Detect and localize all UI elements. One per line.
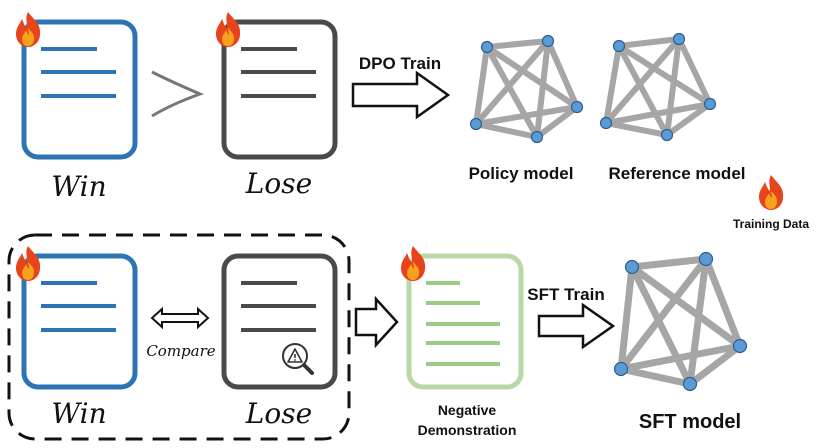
graph-edge [534,104,580,140]
top-lose-document [221,19,338,160]
graph-edge [603,120,670,138]
sft-train-label: SFT Train [527,285,604,304]
graph-edge [664,101,713,138]
graph-edge [617,255,710,373]
graph-edge [484,44,540,140]
flame-icon [401,246,426,281]
graph-edge [686,342,744,388]
graph-node [530,130,544,144]
graph-edge [664,36,682,138]
flame-icon [16,12,41,47]
graph-edge [534,38,551,140]
graph-node [624,259,640,275]
graph-edge [484,44,580,110]
policy-model-label: Policy model [469,164,574,183]
graph-node [613,361,629,377]
graph-node [599,116,613,130]
graph-node [698,251,714,267]
sft-train-arrow-icon [537,302,616,350]
graph-edge [617,365,694,388]
negative-demonstration-document [406,253,524,390]
graph-edge [473,104,580,127]
graph-edge [603,43,622,126]
graph-node [682,376,698,392]
dpo-train-arrow-icon [351,70,451,120]
graph-node [732,338,748,354]
reference-model-label: Reference model [609,164,746,183]
negative-label-line2: Demonstration [418,422,517,438]
graph-edge [628,255,710,271]
graph-node [469,117,483,131]
graph-node [672,32,686,46]
bottom-win-document [21,253,138,390]
graph-edge [545,38,580,110]
flame-icon [16,246,41,281]
graph-edge [484,38,551,50]
graph-edge [603,101,713,126]
greater-than-icon [151,70,205,118]
graph-node [570,100,584,114]
graph-edge [473,38,551,127]
top-win-document [21,19,138,160]
top-lose-label: Lose [245,167,312,200]
graph-edge [616,43,713,107]
policy-model-graph [469,34,584,144]
graph-node [541,34,555,48]
graph-edge [686,255,710,388]
bottom-lose-label: Lose [245,397,312,430]
legend-flame-icon [759,175,784,210]
graph-edge [617,342,744,373]
graph-edge [603,36,682,126]
graph-edge [473,121,540,140]
graph-node [703,97,717,111]
compare-label: Compare [146,342,215,360]
bottom-win-label: Win [51,397,106,430]
graph-edge [702,255,744,350]
graph-edge [616,43,670,138]
graph-node [612,39,626,53]
bottom-lose-document [221,253,338,390]
graph-node [660,128,674,142]
legend-training-data-label: Training Data [733,217,809,231]
graph-edge [616,36,682,49]
compare-double-arrow-icon [150,306,210,330]
dpo-train-label: DPO Train [359,54,441,73]
graph-node [480,40,494,54]
sft-model-graph [613,251,748,392]
graph-edge [628,263,694,388]
graph-edge [473,44,490,127]
flame-icon [216,12,241,47]
graph-edge [617,263,636,373]
reference-model-graph [599,32,717,142]
arrow-right-icon [354,295,399,349]
negative-label-line1: Negative [438,402,497,418]
sft-model-label: SFT model [639,411,741,433]
graph-edge [628,263,744,350]
graph-edge [676,36,713,107]
comparison-dashed-box [7,233,351,441]
top-win-label: Win [51,170,106,203]
